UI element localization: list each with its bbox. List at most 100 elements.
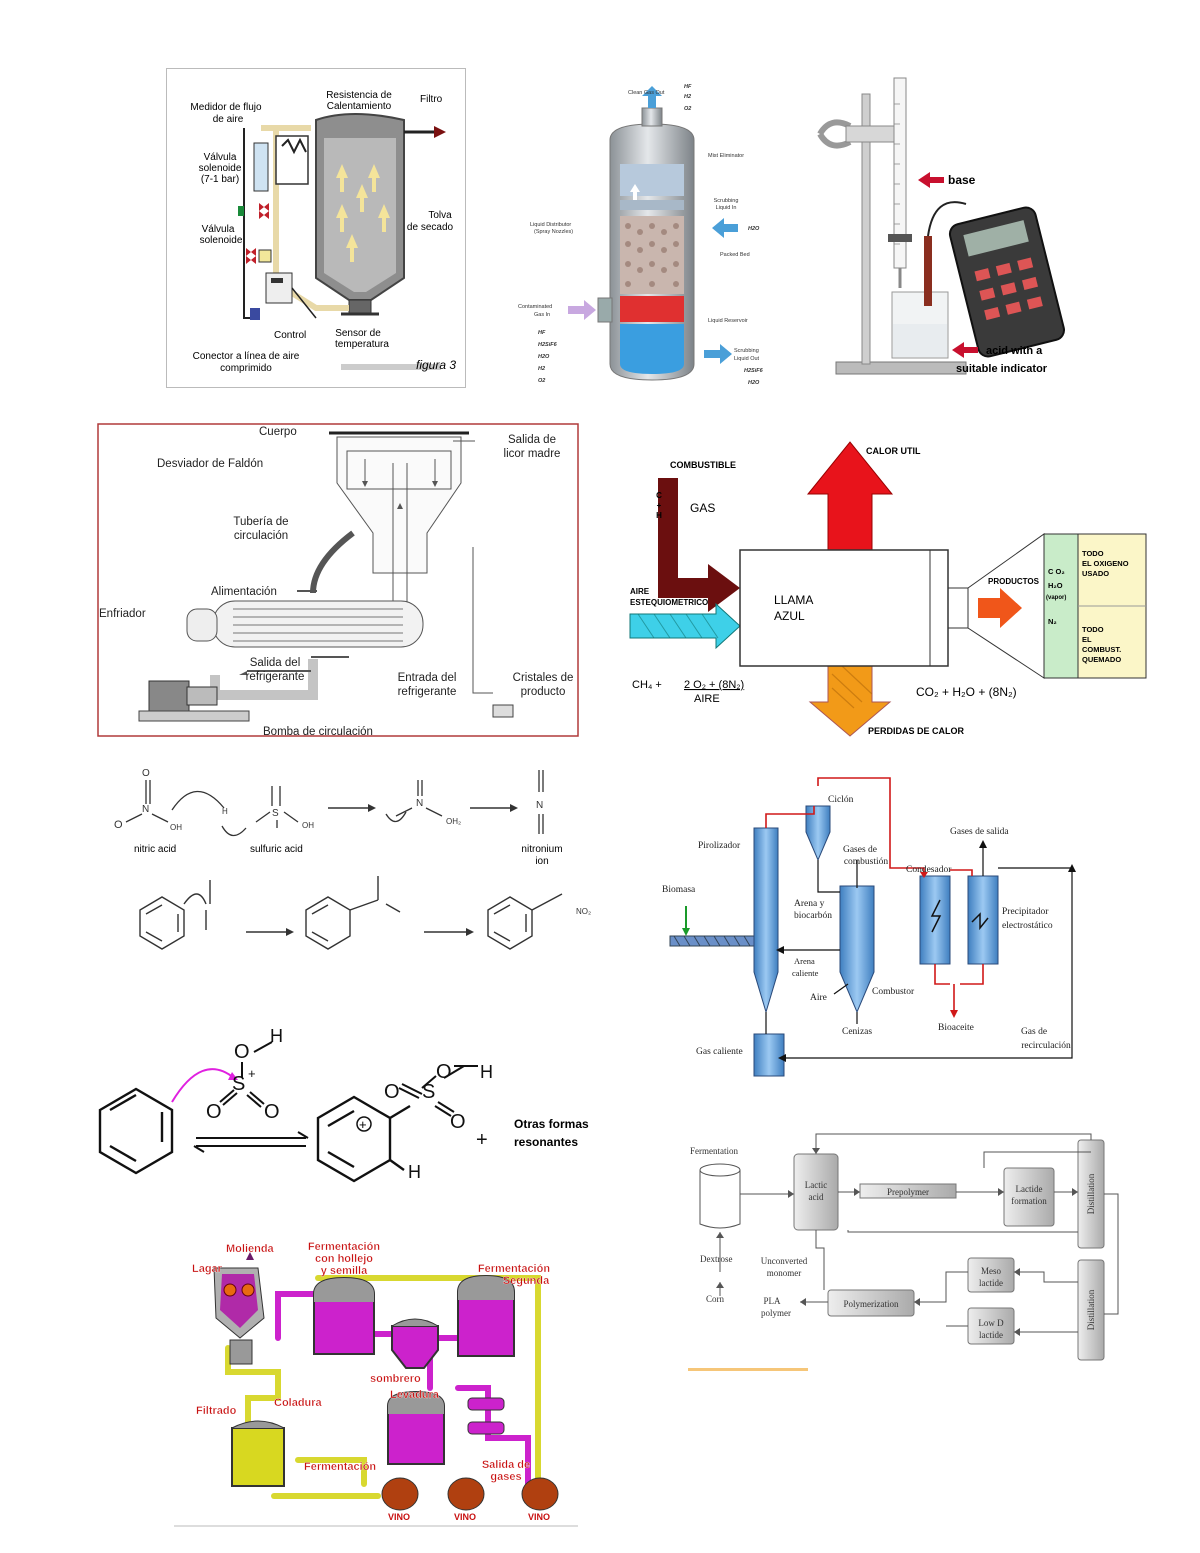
s-atom-1: S bbox=[232, 1073, 245, 1095]
aire-label: Aire bbox=[810, 993, 827, 1003]
condensador-label: Condesador bbox=[906, 865, 952, 875]
distillation-label-2: Distillation bbox=[1086, 1289, 1096, 1330]
bioaceite-label: Bioaceite bbox=[938, 1023, 974, 1033]
calor-util-label: CALOR UTIL bbox=[866, 446, 921, 456]
dextrose-label: Dextrose bbox=[700, 1254, 733, 1264]
o-right: O bbox=[264, 1101, 280, 1123]
reservoir-label: Liquid Reservoir bbox=[708, 318, 748, 324]
distillation-box-2 bbox=[1077, 1259, 1105, 1361]
perdidas-label: PERDIDAS DE CALOR bbox=[868, 726, 965, 736]
circulation-pipe bbox=[310, 530, 355, 594]
fermentacion-label: Fermentación bbox=[304, 1461, 376, 1473]
black-flow bbox=[765, 844, 1073, 1059]
pump-motor bbox=[148, 680, 190, 712]
cenizas-label: Cenizas bbox=[842, 1027, 872, 1037]
packing bbox=[625, 223, 679, 287]
species-box bbox=[1043, 533, 1079, 679]
h-upper-right: H bbox=[480, 1062, 493, 1082]
n-atom-1: N bbox=[142, 804, 149, 815]
mist-eliminator bbox=[620, 164, 684, 196]
clamp bbox=[817, 119, 852, 149]
fuel-arrow bbox=[658, 478, 740, 612]
clean-gas-label: Clean Gas Out bbox=[628, 90, 665, 96]
o-left: O bbox=[206, 1101, 222, 1123]
scrub-in-arrow bbox=[712, 218, 738, 238]
s-atom-2: S bbox=[422, 1081, 435, 1103]
useful-heat-arrow bbox=[806, 441, 894, 559]
sulfuric-label: sulfuric acid bbox=[250, 844, 303, 855]
bomba-label: Bomba de circulación bbox=[263, 726, 373, 737]
s-charge: + bbox=[248, 1066, 256, 1081]
red-zone bbox=[620, 296, 684, 322]
plus-sign: + bbox=[476, 1129, 488, 1151]
meso-box bbox=[967, 1257, 1015, 1293]
molienda-label: Molienda bbox=[226, 1243, 275, 1255]
h-top: H bbox=[270, 1026, 283, 1046]
combustor bbox=[839, 885, 875, 1014]
air-arrow bbox=[629, 602, 741, 650]
dryer-pipe bbox=[273, 128, 349, 311]
prepolymer-box bbox=[859, 1183, 957, 1199]
burner-box bbox=[739, 549, 949, 667]
hot-gas-box bbox=[753, 1033, 785, 1077]
sombrero-label: sombrero bbox=[370, 1373, 421, 1385]
cuerpo-label: Cuerpo bbox=[259, 426, 297, 438]
combustor-label: Combustor bbox=[872, 987, 915, 997]
ph-meter bbox=[948, 206, 1065, 358]
o-upper-right: O bbox=[436, 1061, 452, 1083]
cooler bbox=[212, 600, 424, 648]
productos-label: PRODUCTOS bbox=[988, 577, 1040, 586]
vino-label-3: VINO bbox=[528, 1512, 550, 1522]
filter-label: Filtro bbox=[420, 94, 443, 105]
coladura-label: Coladura bbox=[274, 1397, 323, 1409]
control-box bbox=[265, 272, 293, 304]
o-upper-left: O bbox=[384, 1081, 400, 1103]
h-lower: H bbox=[408, 1162, 421, 1182]
o-minus-1: O bbox=[114, 819, 123, 831]
o-lower: O bbox=[450, 1111, 466, 1133]
clean-gas-arrow bbox=[642, 86, 662, 108]
corn-label: Corn bbox=[706, 1294, 725, 1304]
liquid-reservoir bbox=[620, 324, 684, 374]
valve-2 bbox=[246, 248, 256, 264]
ciclon-label: Ciclón bbox=[828, 795, 854, 805]
pirolizador-label: Pirolizador bbox=[698, 841, 741, 851]
products-arrow bbox=[978, 588, 1022, 628]
condenser bbox=[919, 875, 951, 965]
base-label: base bbox=[948, 173, 976, 187]
gas-caliente-label: Gas caliente bbox=[696, 1047, 743, 1057]
dryer-heater bbox=[275, 135, 309, 185]
benzene-rings bbox=[139, 876, 563, 950]
tank-2 bbox=[457, 1274, 515, 1357]
enfriador-label: Enfriador bbox=[99, 608, 146, 620]
nitric-label: nitric acid bbox=[134, 844, 176, 855]
gases-salida-label: Gases de salida bbox=[950, 827, 1009, 837]
heat-loss-arrow bbox=[808, 663, 892, 737]
connector bbox=[250, 308, 260, 320]
no2-label: NO₂ bbox=[576, 907, 591, 916]
tank-1 bbox=[313, 1276, 375, 1355]
